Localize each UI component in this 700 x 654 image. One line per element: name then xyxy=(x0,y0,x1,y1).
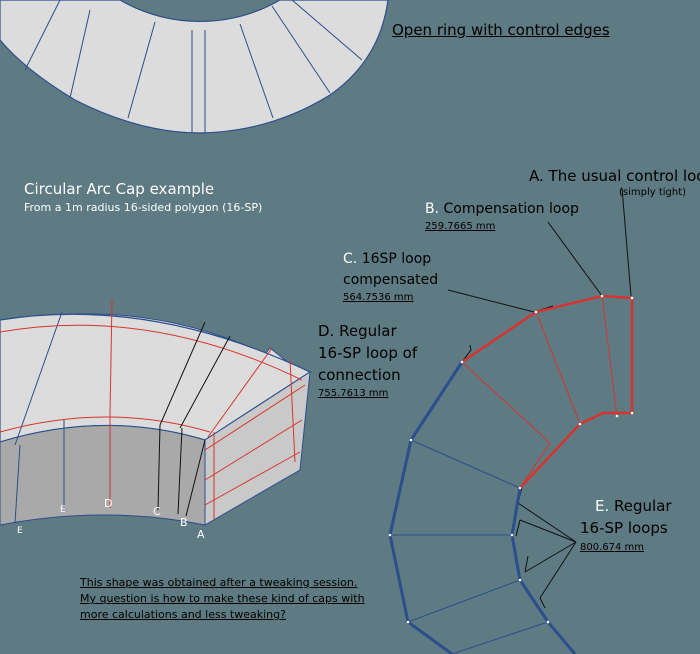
open-ring-top xyxy=(0,0,389,134)
note-line-2: My question is how to make these kind of… xyxy=(80,592,365,605)
label-c-value: 564.7536 mm xyxy=(343,292,414,303)
label-d-line2: 16-SP loop of xyxy=(318,344,418,362)
note-line-1: This shape was obtained after a tweaking… xyxy=(80,576,358,589)
label-d-value: 755.7613 mm xyxy=(318,388,389,399)
label-b-value: 259.7665 mm xyxy=(425,221,496,232)
edge-letter-e-1: E xyxy=(17,526,23,536)
note-line-3: more calculations and less tweaking? xyxy=(80,608,286,621)
edge-letter-d: D xyxy=(104,497,113,510)
label-b-title: Compensation loop xyxy=(443,201,579,217)
edge-letter-b: B xyxy=(180,516,188,529)
label-d-line1: D. Regular xyxy=(318,322,397,340)
subtitle: From a 1m radius 16-sided polygon (16-SP… xyxy=(24,201,263,214)
label-a-title: A. The usual control loop xyxy=(529,167,700,185)
leader-lines xyxy=(447,187,632,609)
label-e-line2: 16-SP loops xyxy=(580,519,668,537)
top-title: Open ring with control edges xyxy=(392,21,610,39)
label-d-line3: connection xyxy=(318,366,401,384)
arc-cap-model xyxy=(0,299,312,526)
edge-letter-a: A xyxy=(197,528,205,541)
edge-letter-e-2: E xyxy=(60,505,66,515)
edge-letter-c: C xyxy=(153,505,161,518)
label-e-value: 800.674 mm xyxy=(580,542,645,553)
label-e-letter: E. xyxy=(595,497,610,515)
arc-wireframe xyxy=(388,294,634,654)
label-e-line1: Regular xyxy=(614,497,672,515)
label-c-line1: 16SP loop xyxy=(361,251,432,267)
label-c-line2: compensated xyxy=(343,272,439,288)
main-title: Circular Arc Cap example xyxy=(24,180,215,198)
label-a-note: (simply tight) xyxy=(619,187,687,198)
label-c-letter: C. xyxy=(343,251,358,267)
open-ring-edges xyxy=(24,0,363,133)
label-b-letter: B. xyxy=(425,201,440,217)
